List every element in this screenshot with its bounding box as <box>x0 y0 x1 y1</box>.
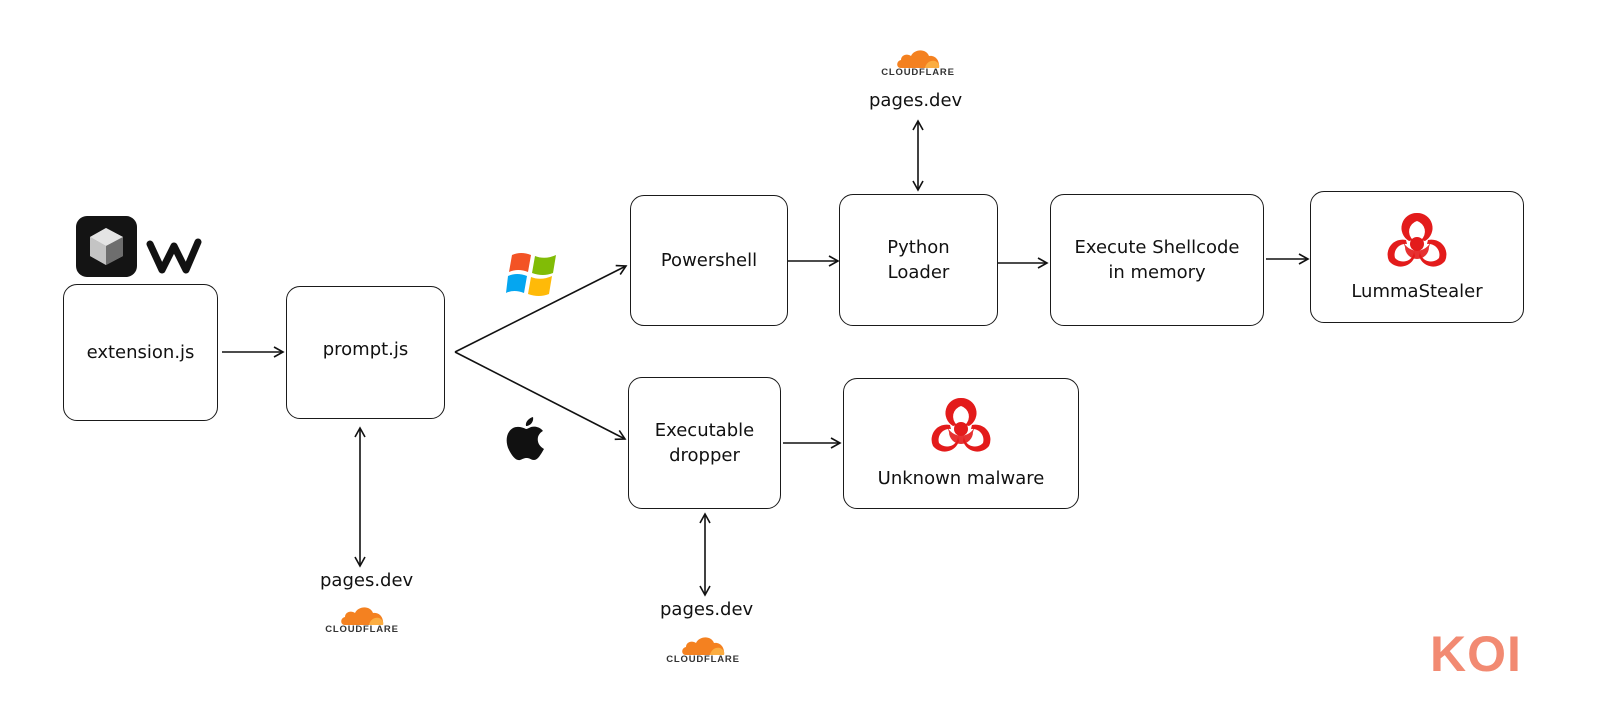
pagesdev-label-prompt: pages.dev <box>320 570 414 591</box>
cloudflare-logo-dropper: CLOUDFLARE <box>658 634 748 665</box>
node-label: prompt.js <box>322 339 409 360</box>
node-label: LummaStealer <box>1351 280 1483 302</box>
windows-logo-icon <box>506 249 562 299</box>
node-execute-shellcode: Execute Shellcode in memory <box>1050 194 1264 326</box>
cloudflare-wordmark: CLOUDFLARE <box>325 624 399 635</box>
node-lummastealer: LummaStealer <box>1310 191 1524 323</box>
node-label: extension.js <box>86 342 195 363</box>
biohazard-icon <box>929 396 993 458</box>
node-label: Unknown malware <box>877 468 1045 489</box>
cloudflare-logo-top: CLOUDFLARE <box>873 47 963 78</box>
pagesdev-label-dropper: pages.dev <box>660 599 754 620</box>
cloudflare-wordmark: CLOUDFLARE <box>881 67 955 78</box>
cloudflare-logo-prompt: CLOUDFLARE <box>317 604 407 635</box>
node-powershell: Powershell <box>630 195 788 326</box>
pagesdev-label-top: pages.dev <box>869 90 963 111</box>
biohazard-icon <box>1385 211 1449 273</box>
node-python-loader: Python Loader <box>839 194 998 326</box>
cloudflare-wordmark: CLOUDFLARE <box>666 654 740 665</box>
node-label: Execute Shellcode in memory <box>1074 237 1240 283</box>
apple-logo-icon <box>503 414 549 462</box>
cloudflare-cloud-icon <box>682 637 725 655</box>
node-prompt: prompt.js <box>286 286 445 419</box>
node-label: Powershell <box>660 250 758 271</box>
cloudflare-cloud-icon <box>341 607 384 625</box>
w-logo-icon <box>146 236 202 276</box>
arrow-prompt-to-powershell <box>454 264 628 353</box>
node-extension: extension.js <box>63 284 218 421</box>
node-unknown-malware: Unknown malware <box>843 378 1079 509</box>
arrow-prompt-to-dropper <box>454 351 627 441</box>
node-executable-dropper: Executable dropper <box>628 377 781 509</box>
node-label: Python Loader <box>887 237 950 283</box>
node-label: Executable dropper <box>654 420 755 466</box>
koi-logo: KOI <box>1430 626 1522 682</box>
cloudflare-cloud-icon <box>897 50 940 68</box>
cube-app-icon <box>76 216 137 277</box>
